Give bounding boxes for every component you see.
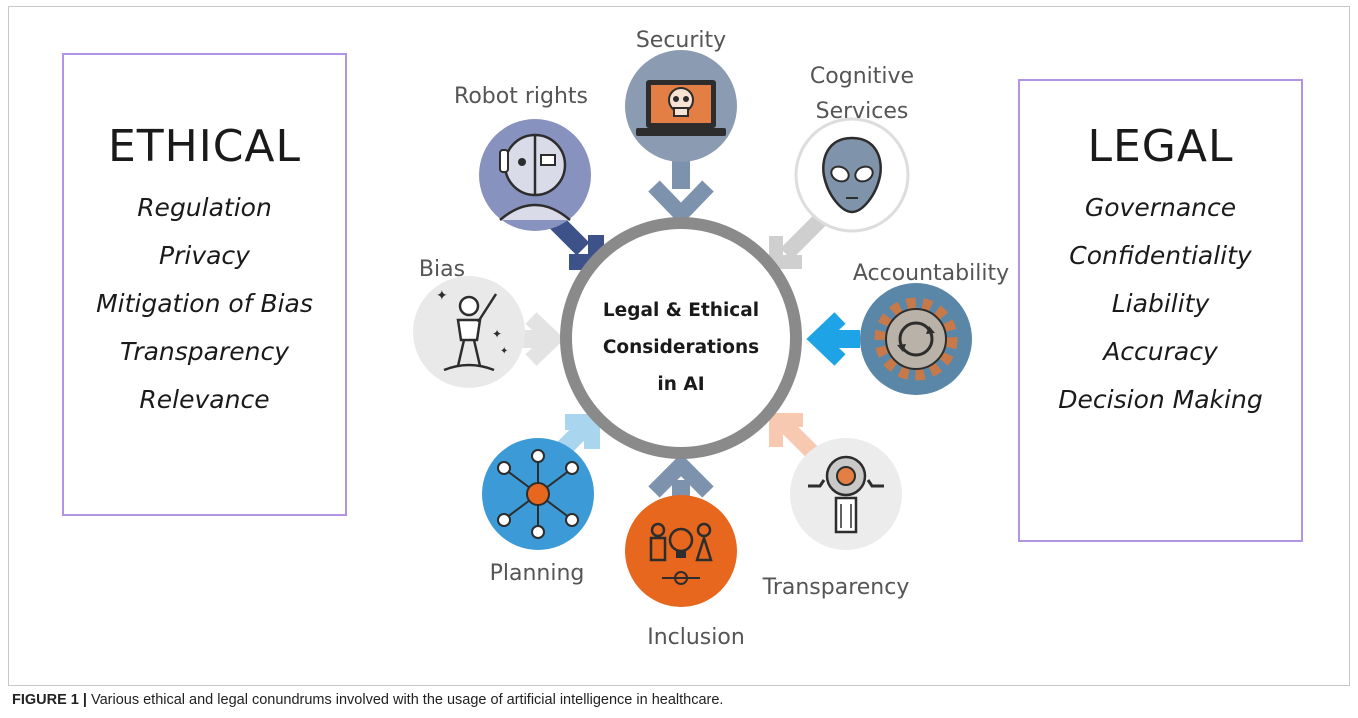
caption-text: Various ethical and legal conundrums inv… <box>86 692 724 708</box>
node-label: Inclusion <box>647 625 745 650</box>
ethical-box: ETHICAL Regulation Privacy Mitigation of… <box>62 53 347 516</box>
ethical-list: Regulation Privacy Mitigation of Bias Tr… <box>64 184 345 424</box>
node-label: Bias <box>419 257 465 282</box>
node-robot: Robot rights <box>454 84 591 231</box>
node-accountability: Accountability <box>853 261 1009 395</box>
arrow-cognitive <box>769 214 826 269</box>
people-idea-icon <box>649 522 713 585</box>
ethical-item: Relevance <box>139 385 270 414</box>
ethical-item: Privacy <box>159 241 250 270</box>
node-label: Planning <box>490 561 585 586</box>
center-line-2: Considerations <box>603 337 759 358</box>
figure-frame <box>8 6 1350 686</box>
legal-item: Decision Making <box>1058 385 1263 414</box>
node-label: Transparency <box>762 575 910 600</box>
gear-person-icon <box>808 455 884 534</box>
center-line-1: Legal & Ethical <box>603 300 759 321</box>
caption-label: FIGURE 1 | <box>12 692 87 708</box>
svg-text:✦: ✦ <box>492 327 502 341</box>
svg-text:✦: ✦ <box>436 288 448 304</box>
legal-item: Confidentiality <box>1069 241 1252 270</box>
network-people-icon <box>497 449 579 539</box>
skull-laptop-icon <box>636 80 726 136</box>
node-label: Accountability <box>853 261 1009 286</box>
hub-diagram: Legal & Ethical Considerations in AI Sec… <box>413 28 1009 650</box>
person-sparkle-icon: ✦ ✦ ✦ <box>436 288 508 372</box>
ethical-item: Regulation <box>137 193 272 222</box>
legal-item: Liability <box>1111 289 1210 318</box>
node-label: Robot rights <box>454 84 588 109</box>
legal-list: Governance Confidentiality Liability Acc… <box>1020 184 1301 424</box>
alien-face-icon <box>822 136 882 214</box>
node-cognitive: Cognitive Services <box>794 64 914 233</box>
robot-head-icon <box>499 133 571 221</box>
center-line-3: in AI <box>657 374 704 395</box>
legal-title: LEGAL <box>1087 121 1234 172</box>
node-label: Services <box>816 99 909 124</box>
node-transparency: Transparency <box>762 438 910 600</box>
node-bias: ✦ ✦ ✦ Bias <box>413 257 525 388</box>
figure-caption: FIGURE 1 | Various ethical and legal con… <box>12 692 723 708</box>
node-security: Security <box>625 28 737 162</box>
ethical-item: Transparency <box>119 337 290 366</box>
ethical-item: Mitigation of Bias <box>96 289 313 318</box>
node-inclusion: Inclusion <box>625 495 745 650</box>
legal-item: Accuracy <box>1103 337 1218 366</box>
ethical-title: ETHICAL <box>107 121 302 172</box>
svg-text:✦: ✦ <box>500 346 508 357</box>
legal-box: LEGAL Governance Confidentiality Liabili… <box>1018 79 1303 542</box>
center-hub: Legal & Ethical Considerations in AI <box>560 217 802 459</box>
node-planning: Planning <box>482 438 594 586</box>
arrow-accountability <box>806 312 860 366</box>
gear-cycle-icon <box>874 297 958 381</box>
legal-item: Governance <box>1084 193 1237 222</box>
node-label: Cognitive <box>810 64 914 89</box>
node-label: Security <box>636 28 726 53</box>
